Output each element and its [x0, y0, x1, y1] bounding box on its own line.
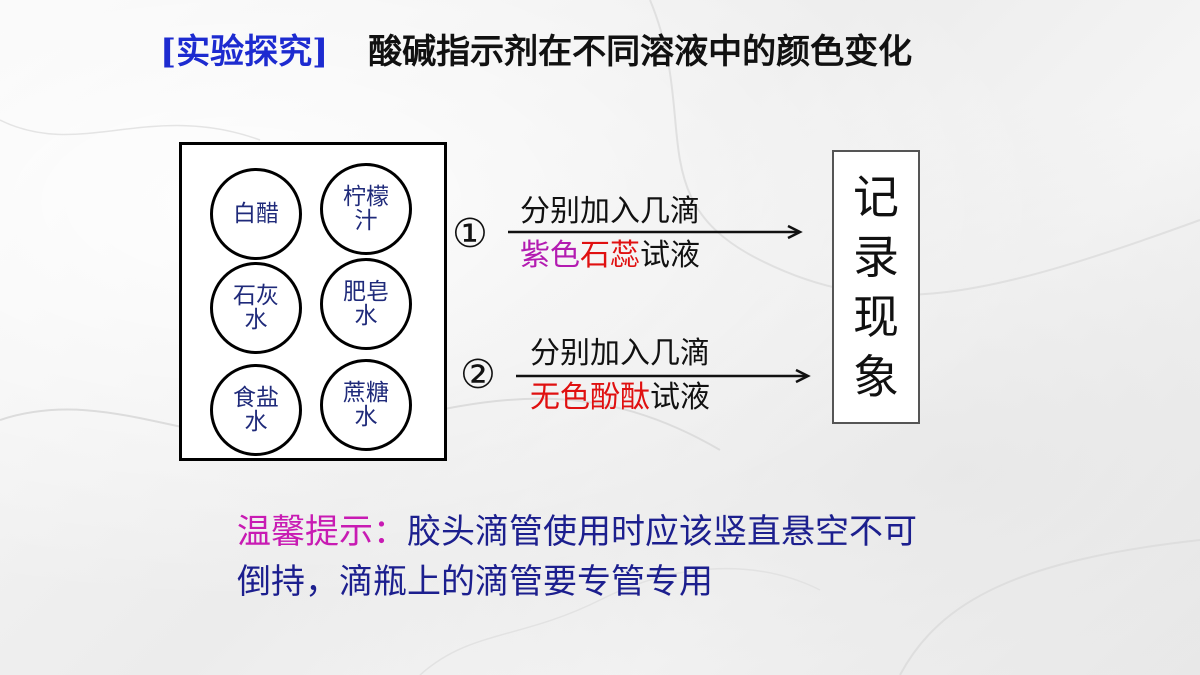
title-tag: [实验探究]: [160, 32, 329, 72]
tip-text: 胶头滴管使用时应该竖直悬空不可倒持，滴瓶上的滴管要专管专用: [237, 512, 917, 602]
well-limewater: 石灰水: [210, 262, 302, 354]
well-sugar-water: 蔗糖水: [320, 359, 412, 451]
well-label: 食盐水: [233, 385, 279, 435]
step-2-reagent: 无色酚酞试液: [530, 380, 710, 416]
page-title: [实验探究] 酸碱指示剂在不同溶液中的颜色变化: [160, 28, 912, 76]
reagent-text-part: 试液: [640, 238, 700, 273]
step-2-arrow: [516, 368, 811, 384]
tip-note: 温馨提示：胶头滴管使用时应该竖直悬空不可倒持，滴瓶上的滴管要专管专用: [237, 507, 937, 607]
step-1-arrow: [508, 224, 803, 240]
record-char: 录: [853, 230, 899, 284]
step-2-number: ②: [460, 352, 496, 398]
well-white-vinegar: 白醋: [210, 168, 302, 260]
well-soapy-water: 肥皂水: [320, 258, 412, 350]
reagent-text-part: 石蕊: [580, 238, 640, 273]
step-1-number: ①: [452, 211, 488, 257]
well-lemon-juice: 柠檬汁: [320, 163, 412, 255]
well-label: 白醋: [233, 201, 279, 227]
reagent-text-part: 试液: [650, 380, 710, 415]
tip-label: 温馨提示：: [237, 512, 407, 552]
well-label: 肥皂水: [343, 279, 389, 329]
well-label: 石灰水: [233, 283, 279, 333]
record-observation-box: 记 录 现 象: [832, 150, 920, 424]
step-1-instruction: 分别加入几滴: [520, 194, 700, 229]
step-1-reagent: 紫色石蕊试液: [520, 238, 700, 274]
title-main: 酸碱指示剂在不同溶液中的颜色变化: [368, 32, 913, 72]
well-label: 蔗糖水: [343, 380, 389, 430]
reagent-text-part: 紫色: [520, 238, 580, 273]
record-char: 现: [853, 290, 899, 344]
reagent-text-part: 无色酚酞: [530, 380, 650, 415]
record-char: 记: [853, 170, 899, 224]
record-char: 象: [853, 350, 899, 404]
well-label: 柠檬汁: [343, 184, 389, 234]
step-2-instruction: 分别加入几滴: [530, 336, 710, 371]
spot-plate: 白醋 柠檬汁 石灰水 肥皂水 食盐水 蔗糖水: [179, 142, 447, 461]
well-salt-water: 食盐水: [210, 364, 302, 456]
